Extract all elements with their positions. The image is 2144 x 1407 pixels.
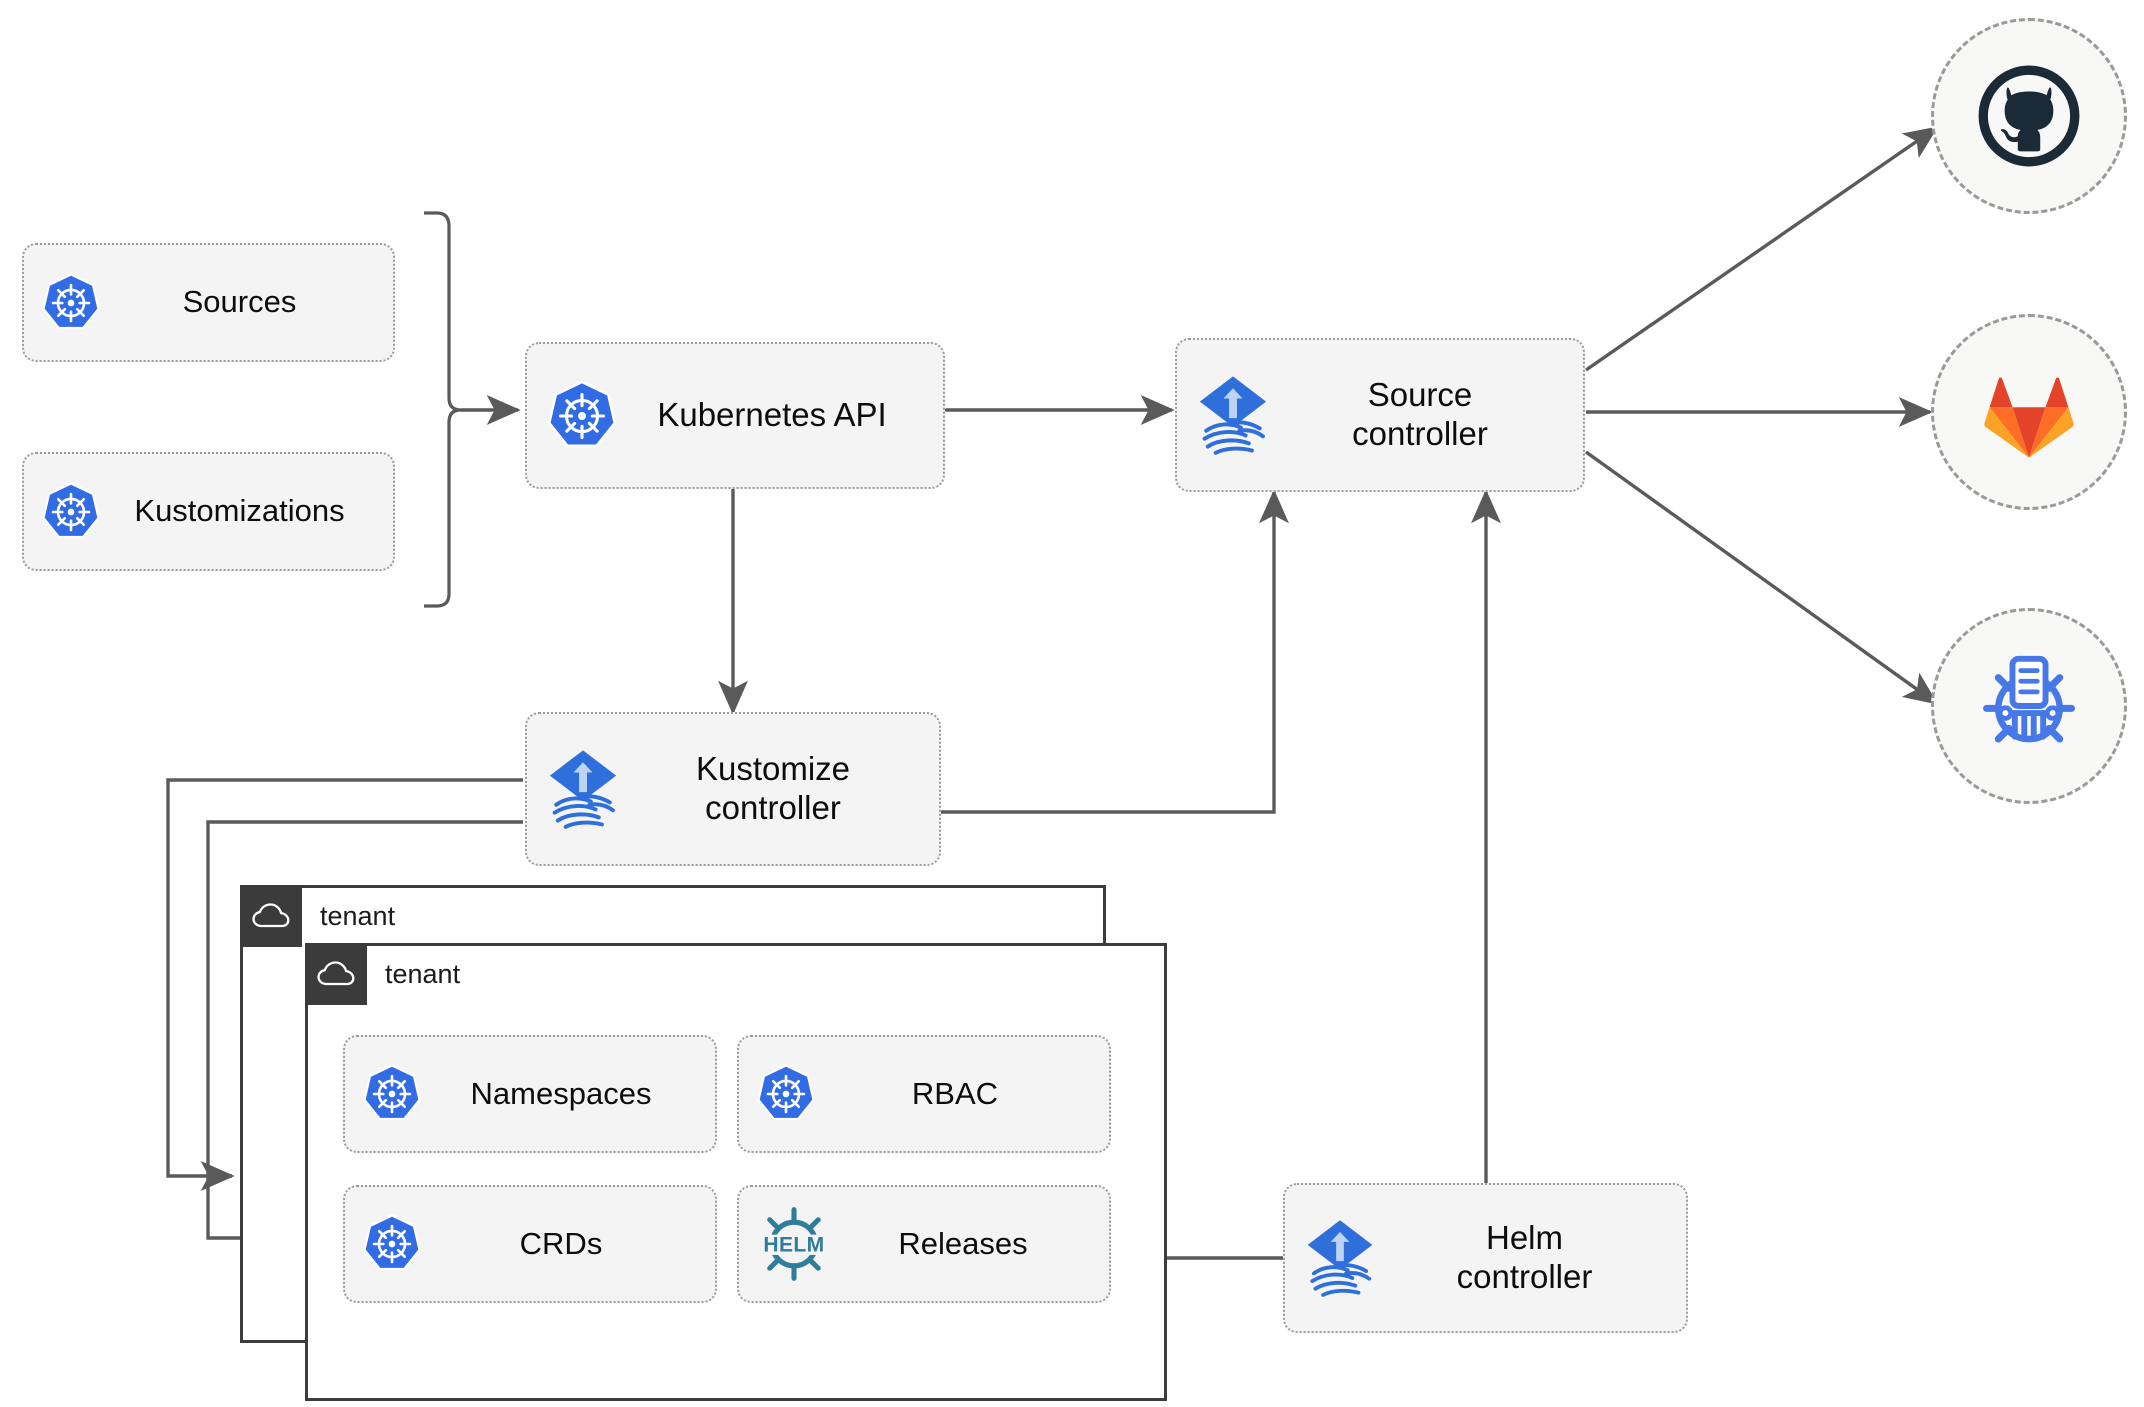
tenant-header-front: tenant [305, 943, 460, 1005]
helm-repo-icon [1982, 655, 2076, 743]
kubernetes-icon [755, 1063, 817, 1125]
github-icon [1978, 65, 2080, 167]
tenant-resource-label: CRDs [519, 1225, 603, 1261]
cloud-icon [240, 885, 302, 947]
cloud-icon [305, 943, 367, 1005]
controller-label: Kubernetes API [657, 396, 887, 434]
tenant-resource-rbac[interactable]: RBAC [737, 1035, 1111, 1153]
flux-icon [543, 748, 623, 830]
provider-circle-gitlab[interactable] [1931, 314, 2127, 510]
tenant-header-back: tenant [240, 885, 395, 947]
helm-icon: HELM [755, 1205, 833, 1283]
flux-icon [1301, 1218, 1379, 1298]
provider-circle-github[interactable] [1931, 18, 2127, 214]
tenant-label: tenant [320, 900, 396, 931]
gitlab-icon [1984, 377, 2074, 458]
svg-text:HELM: HELM [763, 1233, 824, 1256]
tenant-resource-namespaces[interactable]: Namespaces [343, 1035, 717, 1153]
controller-label: Source controller [1352, 376, 1488, 452]
resource-label: Kustomizations [134, 493, 345, 529]
resource-node-sources[interactable]: Sources [22, 243, 395, 362]
controller-label: Helm controller [1456, 1219, 1593, 1295]
flux-icon [1193, 374, 1273, 456]
tenant-resource-releases[interactable]: HELM Releases [737, 1185, 1111, 1303]
controller-node-source-controller[interactable]: Source controller [1175, 338, 1585, 492]
tenant-container-front [305, 943, 1167, 1401]
controller-node-kubernetes-api[interactable]: Kubernetes API [525, 342, 945, 489]
controller-node-helm-controller[interactable]: Helm controller [1283, 1183, 1688, 1333]
tenant-resource-crds[interactable]: CRDs [343, 1185, 717, 1303]
provider-circle-helm-repository[interactable] [1931, 608, 2127, 804]
tenant-resource-label: Namespaces [470, 1075, 652, 1111]
tenant-label: tenant [385, 958, 461, 989]
controller-node-kustomize-controller[interactable]: Kustomize controller [525, 712, 941, 866]
controller-label: Kustomize controller [695, 750, 851, 826]
kubernetes-icon [361, 1213, 423, 1275]
kubernetes-icon [40, 481, 102, 543]
kubernetes-icon [40, 272, 102, 334]
kubernetes-icon [545, 379, 619, 453]
resource-label: Sources [182, 284, 297, 320]
resource-node-kustomizations[interactable]: Kustomizations [22, 452, 395, 571]
tenant-resource-label: Releases [898, 1225, 1028, 1261]
tenant-resource-label: RBAC [911, 1075, 999, 1111]
kubernetes-icon [361, 1063, 423, 1125]
